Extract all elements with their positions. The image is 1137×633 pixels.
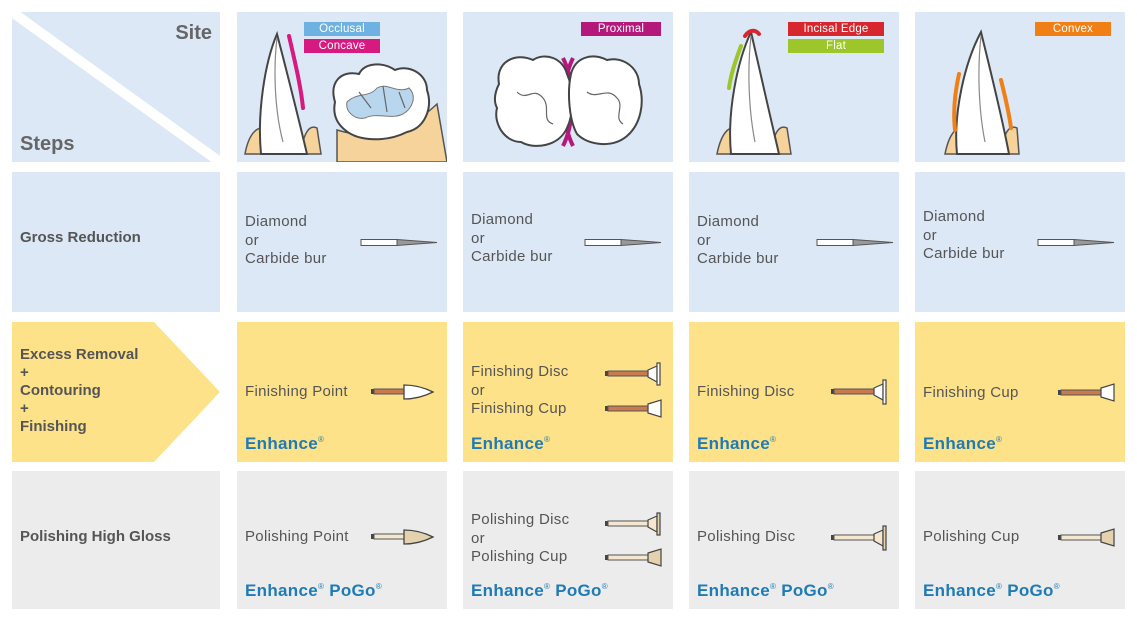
- gross-cell-1: Diamond or Carbide bur: [237, 172, 447, 312]
- polishing-disc-icon: [605, 512, 661, 536]
- brand-enhance-pogo: Enhance® PoGo®: [471, 581, 608, 600]
- polishing-cup-icon: [605, 548, 662, 567]
- finishing-cell-4: Finishing Cup Enhance®: [915, 322, 1125, 462]
- finishing-cell-1: Finishing Point Enhance®: [237, 322, 447, 462]
- finishing-cup-icon: [1058, 383, 1115, 402]
- tooth-convex-illustration: [944, 29, 1020, 155]
- gross-desc: Diamond or Carbide bur: [923, 208, 1005, 262]
- polishing-desc: Polishing Point: [245, 528, 349, 545]
- brand-enhance-pogo: Enhance® PoGo®: [245, 581, 382, 600]
- gross-desc: Diamond or Carbide bur: [245, 213, 327, 267]
- polishing-point-icon: [371, 529, 435, 545]
- diamond-bur-icon: [816, 238, 894, 247]
- brand-enhance-pogo: Enhance® PoGo®: [923, 581, 1060, 600]
- diamond-bur-icon: [360, 238, 438, 247]
- gross-cell-4: Diamond or Carbide bur: [915, 172, 1125, 312]
- site-cell-convex: Convex: [915, 12, 1125, 162]
- finishing-desc: Finishing Disc: [697, 383, 795, 400]
- tag-occlusal: Occlusal: [304, 22, 380, 36]
- step-label-polishing: Polishing High Gloss: [12, 471, 220, 609]
- finishing-disc-icon: [831, 379, 887, 405]
- finishing-desc: Finishing Disc or Finishing Cup: [471, 363, 569, 417]
- brand-enhance: Enhance®: [245, 434, 325, 453]
- gross-desc: Diamond or Carbide bur: [471, 211, 553, 265]
- polishing-desc: Polishing Cup: [923, 528, 1020, 545]
- step-label-gross-reduction: Gross Reduction: [12, 172, 220, 312]
- site-cell-proximal: Proximal: [463, 12, 673, 162]
- brand-enhance: Enhance®: [471, 434, 551, 453]
- finishing-cell-2: Finishing Disc or Finishing Cup Enhance®: [463, 322, 673, 462]
- finishing-disc-icon: [605, 362, 661, 386]
- brand-enhance: Enhance®: [923, 434, 1003, 453]
- polishing-cell-2: Polishing Disc or Polishing Cup Enhance®…: [463, 471, 673, 609]
- brand-enhance-pogo: Enhance® PoGo®: [697, 581, 834, 600]
- brand-enhance: Enhance®: [697, 434, 777, 453]
- polishing-disc-icon: [831, 525, 887, 551]
- two-molars-proximal-illustration: [493, 55, 643, 147]
- tag-flat: Flat: [788, 39, 884, 53]
- diamond-bur-icon: [584, 238, 662, 247]
- tooth-incisal-flat-illustration: [716, 28, 792, 155]
- polishing-cell-1: Polishing Point Enhance® PoGo®: [237, 471, 447, 609]
- site-cell-occlusal-concave: Occlusal Concave: [237, 12, 447, 162]
- step-arrow-excess-removal: [12, 322, 220, 462]
- tag-convex: Convex: [1035, 22, 1111, 36]
- tag-incisal-edge: Incisal Edge: [788, 22, 884, 36]
- finishing-point-icon: [371, 384, 435, 400]
- corner-header-cell: Site Steps: [9, 7, 223, 167]
- tag-concave: Concave: [304, 39, 380, 53]
- polishing-desc: Polishing Disc or Polishing Cup: [471, 511, 570, 565]
- corner-diagonal: [9, 7, 223, 167]
- step-label-text: Polishing High Gloss: [20, 528, 171, 545]
- finishing-desc: Finishing Point: [245, 383, 348, 400]
- step-label-text: Gross Reduction: [20, 229, 141, 246]
- tag-proximal: Proximal: [581, 22, 661, 36]
- finishing-cup-icon: [605, 399, 662, 418]
- finishing-cell-3: Finishing Disc Enhance®: [689, 322, 899, 462]
- site-cell-incisal-flat: Incisal Edge Flat: [689, 12, 899, 162]
- step-label-excess-removal: Excess Removal + Contouring + Finishing: [20, 346, 139, 435]
- polishing-cup-icon: [1058, 528, 1115, 547]
- steps-header: Steps: [20, 133, 75, 155]
- polishing-desc: Polishing Disc: [697, 528, 796, 545]
- gross-desc: Diamond or Carbide bur: [697, 213, 779, 267]
- polishing-cell-3: Polishing Disc Enhance® PoGo®: [689, 471, 899, 609]
- finishing-desc: Finishing Cup: [923, 384, 1019, 401]
- polishing-cell-4: Polishing Cup Enhance® PoGo®: [915, 471, 1125, 609]
- tooth-concave-and-molar-illustration: [244, 30, 447, 162]
- site-header: Site: [175, 22, 212, 44]
- diamond-bur-icon: [1037, 238, 1115, 247]
- gross-cell-3: Diamond or Carbide bur: [689, 172, 899, 312]
- gross-cell-2: Diamond or Carbide bur: [463, 172, 673, 312]
